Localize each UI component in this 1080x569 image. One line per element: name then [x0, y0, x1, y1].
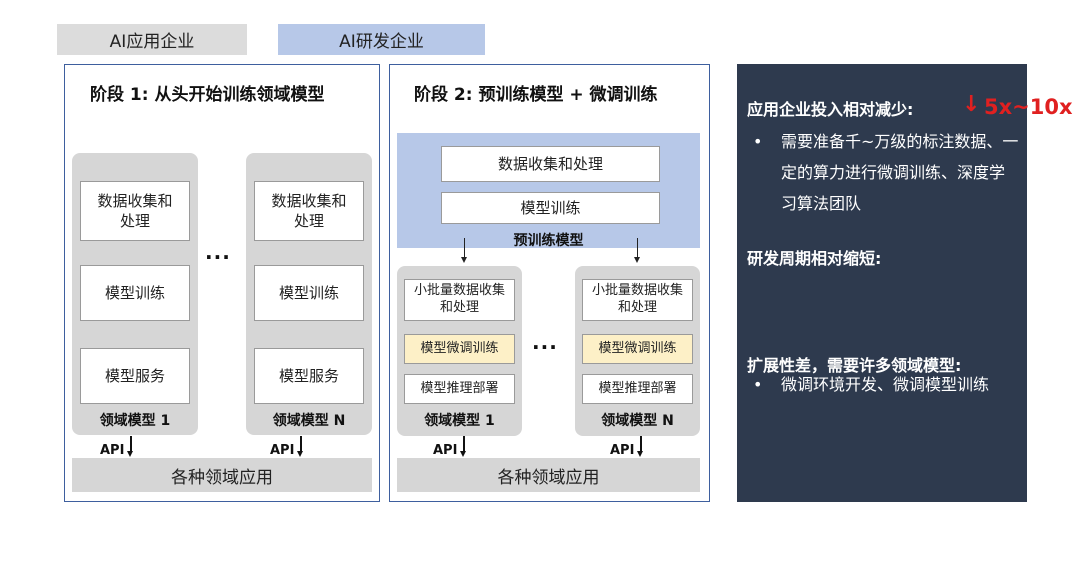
- stage2-col1-inference-deploy-box: 模型推理部署: [404, 374, 515, 404]
- cost-reduction-factor: 5x~10x: [984, 95, 1073, 119]
- summary-bullet-cost: • 需要准备千~万级的标注数据、一定的算力进行微调训练、深度学习算法团队: [747, 126, 1019, 219]
- summary-head-cycle: 研发周期相对缩短:: [747, 249, 882, 268]
- summary-head-cost-text: 应用企业投入相对减少:: [747, 100, 914, 119]
- stage2-col1-finetune-box: 模型微调训练: [404, 334, 515, 364]
- bullet-icon: •: [753, 375, 763, 394]
- stage2-coln-finetune-box: 模型微调训练: [582, 334, 693, 364]
- stage2-title: 阶段 2: 预训练模型 + 微调训练: [414, 85, 658, 105]
- stage1-api-1: API: [100, 436, 136, 458]
- stage2-coln-inference-deploy-box: 模型推理部署: [582, 374, 693, 404]
- pretrain-to-coln-arrow-icon: [633, 238, 643, 264]
- down-arrow-icon: [126, 436, 136, 458]
- stage2-col1-small-batch-data-box: 小批量数据收集 和处理: [404, 279, 515, 321]
- stage1-col1-model-serving-box: 模型服务: [80, 348, 190, 404]
- summary-bullet-scalability: • 每种场景需要一个模型，复杂的模型管理及前端的存储占用。: [747, 507, 1019, 569]
- stage1-coln-data-collection-box: 数据收集和 处理: [254, 181, 364, 241]
- stage1-coln-label: 领域模型 N: [272, 413, 346, 429]
- pretrained-model-label: 预训练模型: [513, 233, 584, 249]
- bullet-icon: •: [753, 513, 763, 532]
- summary-head-cost: 应用企业投入相对减少:: [747, 96, 913, 120]
- stage1-col1-data-collection-box: 数据收集和 处理: [80, 181, 190, 241]
- stage1-coln-model-serving-box: 模型服务: [254, 348, 364, 404]
- summary-head-scalability: 扩展性差，需要许多领域模型:: [747, 356, 962, 375]
- summary-bullet-cycle: • 微调环境开发、微调模型训练: [747, 369, 1019, 400]
- stage1-ellipsis: ···: [205, 245, 231, 269]
- pretrain-data-collection-box: 数据收集和处理: [441, 146, 660, 182]
- stage1-coln-model-training-box: 模型训练: [254, 265, 364, 321]
- stage1-title: 阶段 1: 从头开始训练领域模型: [90, 85, 325, 105]
- stage2-coln-small-batch-data-box: 小批量数据收集 和处理: [582, 279, 693, 321]
- stage2-domain-applications-bar: 各种领域应用: [397, 458, 700, 492]
- api-label: API: [270, 443, 295, 458]
- stage1-col1-model-training-box: 模型训练: [80, 265, 190, 321]
- stage1-api-n: API: [270, 436, 306, 458]
- down-arrow-icon: [636, 436, 646, 458]
- api-label: API: [100, 443, 125, 458]
- tab-ai-rd-enterprise: AI研发企业: [278, 24, 485, 55]
- down-arrow-icon: [296, 436, 306, 458]
- summary-panel: [737, 64, 1027, 502]
- down-arrow-icon: ↓: [962, 92, 981, 117]
- summary-bullet-cost-text: 需要准备千~万级的标注数据、一定的算力进行微调训练、深度学习算法团队: [781, 132, 1019, 213]
- tab-ai-application-enterprise: AI应用企业: [57, 24, 247, 55]
- pretrain-to-col1-arrow-icon: [460, 238, 470, 264]
- stage1-col1-label: 领域模型 1: [99, 413, 171, 429]
- stage2-ellipsis: ···: [532, 335, 558, 359]
- api-label: API: [433, 443, 458, 458]
- down-arrow-icon: [459, 436, 469, 458]
- stage2-coln-label: 领域模型 N: [601, 413, 674, 429]
- summary-bullet-cycle-text: 微调环境开发、微调模型训练: [781, 375, 990, 394]
- stage2-col1-label: 领域模型 1: [424, 413, 495, 429]
- stage1-domain-applications-bar: 各种领域应用: [72, 458, 372, 492]
- pretrain-model-training-box: 模型训练: [441, 192, 660, 224]
- stage2-api-n: API: [610, 436, 646, 458]
- stage2-api-1: API: [433, 436, 469, 458]
- bullet-icon: •: [753, 132, 763, 151]
- api-label: API: [610, 443, 635, 458]
